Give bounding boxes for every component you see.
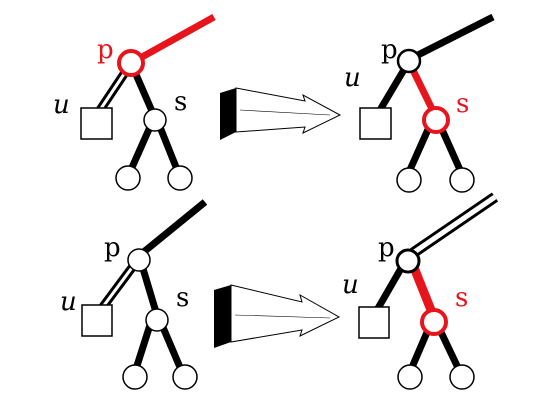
label-p: p [378, 233, 395, 263]
label-s: s [455, 283, 468, 313]
label-s: s [174, 87, 187, 117]
panel-top-before: p u s [53, 13, 216, 191]
edge-p-u [373, 263, 407, 312]
label-p: p [97, 35, 114, 65]
label-u: u [344, 63, 361, 93]
node-s [143, 108, 167, 132]
node-s-right-child [172, 364, 198, 390]
edge-p-parent [408, 13, 495, 63]
node-s-left-child [397, 364, 423, 390]
edge-p-u [376, 66, 409, 112]
edge-s-right-child [158, 323, 186, 374]
edge-s-left-child [131, 323, 154, 374]
edge-p-u-double [98, 262, 138, 311]
label-s: s [176, 283, 189, 313]
edge-p-parent [137, 199, 208, 258]
edge-p-parent [131, 13, 216, 66]
node-s-left-child [122, 364, 148, 390]
edge-s-right-child [436, 123, 465, 174]
edge-p-u-double [96, 68, 130, 113]
label-s: s [456, 89, 469, 119]
node-p [396, 48, 422, 74]
node-s-left-child [396, 167, 422, 193]
label-u: u [60, 287, 77, 317]
node-s-right-child [449, 167, 475, 193]
node-p [117, 49, 145, 77]
node-s [422, 106, 450, 134]
transform-arrow-bottom [214, 284, 341, 348]
node-u [359, 107, 392, 140]
panel-top-after: p u s [344, 13, 495, 193]
node-s-right-child [449, 364, 475, 390]
node-s [145, 308, 169, 332]
label-p: p [104, 233, 121, 263]
node-u [358, 306, 390, 339]
edge-s-right-child [156, 125, 182, 174]
node-s-right-child [167, 165, 193, 191]
label-u: u [53, 90, 70, 120]
edge-p-s [406, 62, 439, 117]
node-p [127, 248, 151, 272]
transform-arrow-top [220, 87, 342, 140]
edge-p-s [408, 263, 438, 317]
edge-p-parent-double [409, 192, 499, 258]
node-u [80, 107, 113, 140]
node-u [81, 304, 113, 337]
node-s [420, 308, 448, 336]
edge-s-left-child [126, 125, 154, 174]
label-p: p [381, 35, 398, 65]
edge-s-left-child [405, 123, 434, 174]
panel-bottom-before: p u s [60, 199, 208, 390]
panel-bottom-after: p u s [342, 192, 499, 390]
label-u: u [342, 270, 359, 300]
node-s-left-child [115, 165, 141, 191]
node-p [395, 248, 421, 274]
edge-s-right-child [436, 328, 464, 374]
